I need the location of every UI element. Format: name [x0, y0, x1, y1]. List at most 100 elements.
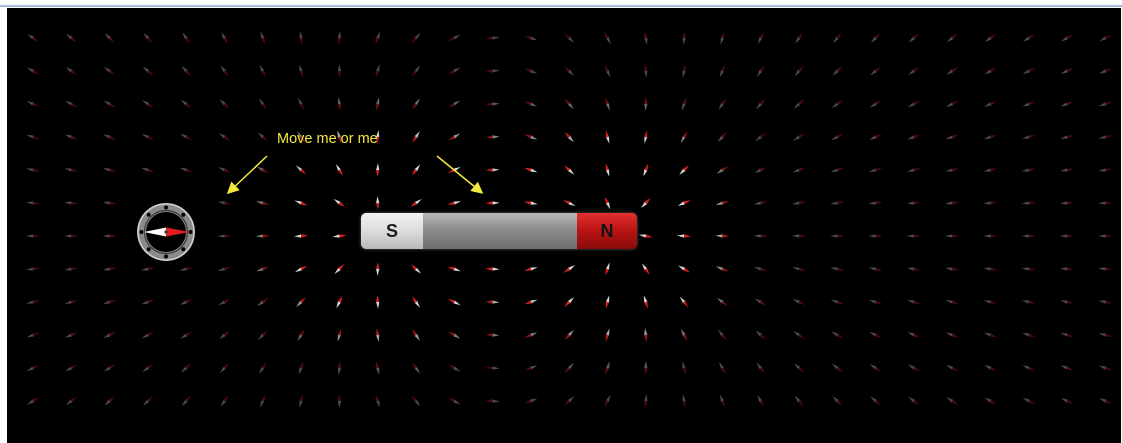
field-needle-icon: [643, 163, 648, 176]
field-needle-icon: [300, 31, 303, 45]
field-needle-icon: [907, 332, 920, 338]
field-needle-icon: [644, 97, 647, 111]
field-needle-icon: [1099, 35, 1111, 42]
field-needle-icon: [486, 102, 500, 105]
field-needle-icon: [524, 267, 538, 270]
field-needle-icon: [793, 299, 806, 305]
field-needle-icon: [524, 332, 537, 337]
field-needle-icon: [296, 297, 306, 307]
bar-magnet[interactable]: S N: [361, 213, 637, 249]
field-needle-icon: [260, 395, 266, 408]
field-needle-icon: [219, 133, 230, 141]
field-needle-icon: [142, 332, 154, 339]
field-needle-icon: [907, 201, 921, 204]
field-needle-icon: [218, 201, 232, 204]
field-needle-icon: [220, 65, 228, 76]
field-needle-icon: [376, 295, 379, 309]
field-needle-icon: [1060, 234, 1074, 237]
field-needle-icon: [792, 167, 805, 172]
field-needle-icon: [376, 361, 379, 375]
field-needle-icon: [909, 33, 920, 42]
field-needle-icon: [565, 330, 574, 340]
field-needle-icon: [757, 395, 764, 407]
field-needle-icon: [754, 267, 767, 271]
field-needle-icon: [564, 33, 574, 43]
field-needle-icon: [984, 68, 996, 75]
field-needle-icon: [984, 365, 997, 371]
field-needle-icon: [1022, 267, 1036, 270]
field-needle-icon: [66, 397, 77, 405]
field-needle-icon: [758, 32, 764, 45]
field-needle-icon: [142, 134, 155, 140]
field-needle-icon: [181, 66, 190, 76]
field-needle-icon: [261, 31, 266, 44]
field-needle-icon: [718, 330, 727, 341]
field-needle-icon: [984, 267, 998, 270]
field-needle-icon: [141, 300, 154, 305]
field-needle-icon: [720, 65, 726, 78]
field-needle-icon: [65, 300, 78, 304]
field-needle-icon: [831, 299, 844, 304]
field-needle-icon: [376, 394, 380, 407]
field-needle-icon: [605, 97, 609, 110]
field-needle-icon: [376, 262, 379, 276]
field-needle-icon: [1060, 135, 1074, 139]
field-needle-icon: [681, 131, 688, 143]
field-needle-icon: [564, 66, 574, 76]
field-needle-icon: [338, 97, 341, 111]
field-needle-icon: [26, 168, 40, 171]
field-needle-icon: [1060, 300, 1074, 303]
field-needle-icon: [103, 201, 117, 204]
field-needle-icon: [412, 65, 420, 76]
field-needle-icon: [639, 234, 653, 237]
field-needle-icon: [869, 168, 882, 172]
field-needle-icon: [486, 36, 500, 39]
field-needle-icon: [218, 167, 231, 173]
field-needle-icon: [947, 34, 958, 43]
field-needle-icon: [338, 361, 341, 375]
field-needle-icon: [376, 97, 379, 111]
field-needle-icon: [486, 300, 500, 303]
field-needle-icon: [565, 99, 574, 109]
field-needle-icon: [832, 100, 843, 108]
field-needle-icon: [793, 331, 805, 339]
field-needle-icon: [65, 67, 77, 75]
field-needle-icon: [256, 267, 269, 272]
field-needle-icon: [683, 31, 686, 45]
field-needle-icon: [605, 395, 611, 408]
field-needle-icon: [486, 333, 500, 336]
simulation-canvas[interactable]: Move me or me: [7, 8, 1121, 443]
field-needle-icon: [678, 200, 691, 206]
field-needle-icon: [1023, 68, 1035, 74]
field-needle-icon: [375, 31, 380, 44]
field-needle-icon: [984, 135, 997, 139]
field-needle-icon: [1099, 135, 1113, 138]
field-needle-icon: [679, 165, 689, 175]
field-needle-icon: [448, 100, 460, 107]
field-needle-icon: [605, 262, 609, 275]
field-needle-icon: [945, 300, 959, 304]
field-needle-icon: [1061, 365, 1074, 370]
field-needle-icon: [755, 299, 767, 306]
field-needle-icon: [869, 234, 883, 237]
field-needle-icon: [411, 264, 421, 273]
field-needle-icon: [143, 66, 153, 75]
field-needle-icon: [563, 200, 576, 206]
field-needle-icon: [1022, 365, 1035, 371]
field-needle-icon: [644, 328, 647, 342]
field-needle-icon: [27, 67, 39, 74]
field-needle-icon: [644, 64, 647, 78]
field-needle-icon: [830, 267, 844, 270]
top-border: [0, 0, 1122, 7]
field-needle-icon: [295, 266, 307, 272]
field-needle-icon: [719, 98, 726, 110]
field-needle-icon: [681, 329, 687, 342]
field-needle-icon: [524, 168, 537, 172]
field-needle-icon: [564, 297, 574, 307]
field-needle-icon: [984, 300, 998, 303]
compass[interactable]: [122, 202, 210, 262]
field-needle-icon: [448, 299, 460, 306]
field-needle-icon: [257, 298, 269, 306]
field-needle-icon: [448, 167, 461, 173]
field-needle-icon: [642, 263, 650, 275]
